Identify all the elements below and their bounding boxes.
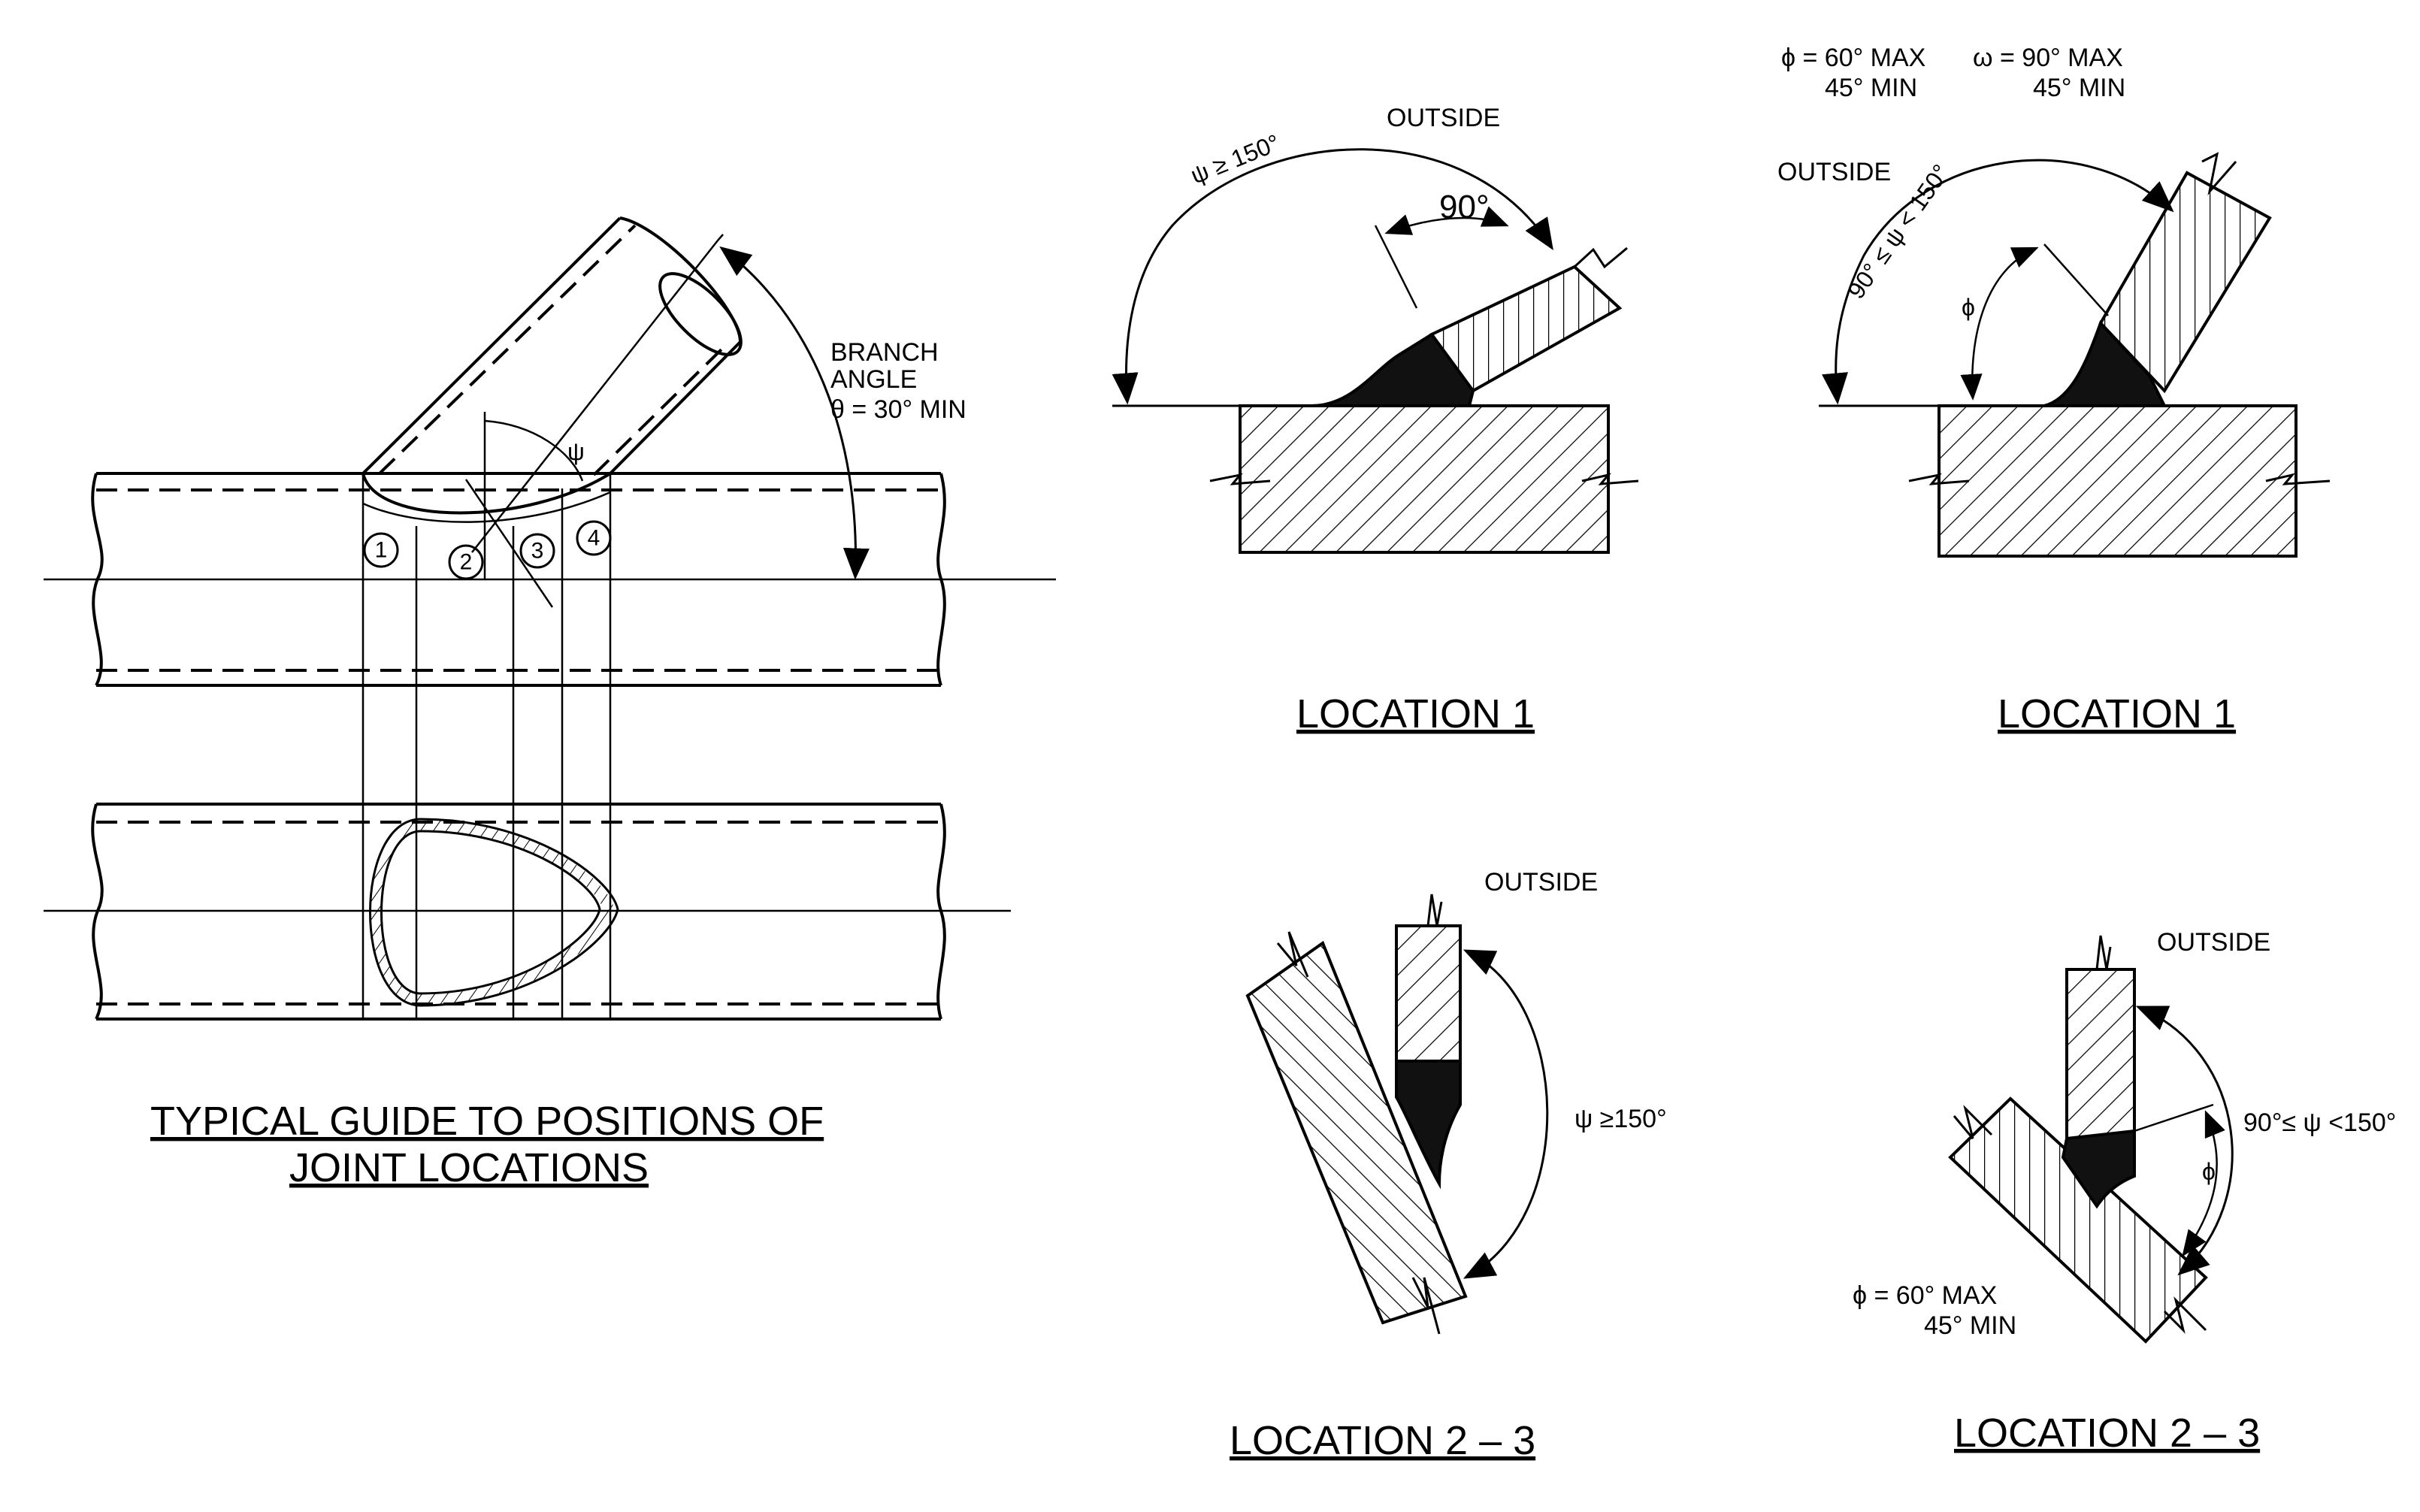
detail-d-branch bbox=[2065, 968, 2136, 1140]
detail-d-phi-symbol: ϕ bbox=[2202, 1158, 2216, 1185]
lower-pipe bbox=[44, 803, 1011, 1021]
detail-a-caption: LOCATION 1 bbox=[1296, 691, 1535, 736]
branch-label-3: θ = 30° MIN bbox=[830, 395, 966, 424]
detail-d-text: OUTSIDE 90°≤ ψ <150° ϕ ϕ = 60° MAX 45° M… bbox=[1853, 928, 2396, 1456]
detail-a-90: 90° bbox=[1439, 189, 1490, 225]
marker-2 bbox=[448, 544, 484, 580]
detail-a-psi-arc bbox=[1112, 148, 1553, 405]
detail-d-phi-2: 45° MIN bbox=[1924, 1311, 2016, 1340]
branch-label-2: ANGLE bbox=[830, 365, 917, 394]
detail-d-psi-arc bbox=[2135, 1005, 2234, 1276]
detail-b-text: ϕ = 60° MAX 45° MIN ω = 90° MAX 45° MIN … bbox=[1777, 44, 2236, 736]
detail-b-phi-2: 45° MIN bbox=[1825, 74, 1917, 102]
marker-4 bbox=[576, 520, 612, 556]
detail-c-main-member bbox=[1245, 940, 1468, 1325]
marker-3-label: 3 bbox=[531, 539, 544, 564]
detail-c-outside: OUTSIDE bbox=[1484, 868, 1598, 897]
main-caption-line2: JOINT LOCATIONS bbox=[289, 1145, 649, 1190]
main-figure-text: 1 2 3 4 ψ BRANCH ANGLE θ = 30° MIN TYPIC… bbox=[150, 338, 966, 1190]
detail-b-outside: OUTSIDE bbox=[1777, 158, 1891, 186]
detail-c-branch bbox=[1395, 924, 1462, 1063]
marker-1-label: 1 bbox=[375, 538, 388, 563]
detail-d-caption: LOCATION 2 – 3 bbox=[1954, 1411, 2260, 1456]
detail-d-main-member bbox=[1948, 1096, 2208, 1344]
detail-d-outside: OUTSIDE bbox=[2157, 928, 2270, 957]
detail-b-psi-arc bbox=[1822, 159, 2174, 405]
detail-b-caption: LOCATION 1 bbox=[1998, 691, 2236, 736]
detail-c bbox=[1245, 894, 1549, 1335]
detail-d bbox=[1948, 935, 2234, 1344]
joint-location-markers bbox=[363, 520, 612, 580]
detail-b-omega-2: 45° MIN bbox=[2033, 74, 2125, 102]
main-figure bbox=[44, 216, 1056, 1021]
projection-lines bbox=[361, 473, 612, 1019]
detail-c-psi: ψ ≥150° bbox=[1575, 1105, 1667, 1133]
detail-c-weld bbox=[1395, 1060, 1462, 1190]
upper-pipe bbox=[44, 472, 1056, 687]
detail-b bbox=[1819, 152, 2331, 558]
marker-1 bbox=[363, 532, 399, 568]
detail-c-text: OUTSIDE ψ ≥150° LOCATION 2 – 3 bbox=[1230, 868, 1667, 1463]
detail-b-phi-1: ϕ = 60° MAX bbox=[1781, 44, 1925, 72]
detail-b-omega-1: ω = 90° MAX bbox=[1973, 44, 2123, 72]
detail-b-main-member bbox=[1938, 404, 2297, 558]
detail-c-caption: LOCATION 2 – 3 bbox=[1230, 1418, 1535, 1463]
detail-b-phi-symbol: ϕ bbox=[1962, 294, 1975, 321]
detail-d-psi: 90°≤ ψ <150° bbox=[2243, 1108, 2396, 1137]
detail-c-psi-arc bbox=[1463, 949, 1549, 1279]
marker-3 bbox=[519, 533, 555, 569]
marker-2-label: 2 bbox=[460, 550, 473, 575]
detail-d-phi-1: ϕ = 60° MAX bbox=[1853, 1281, 1997, 1310]
detail-a-outside: OUTSIDE bbox=[1387, 104, 1500, 132]
branch-angle-arc bbox=[719, 246, 870, 580]
detail-d-weld bbox=[2061, 1129, 2136, 1209]
branch-label-1: BRANCH bbox=[830, 338, 939, 367]
branch-pipe bbox=[361, 216, 743, 608]
detail-a-main-member bbox=[1239, 404, 1610, 554]
psi-symbol: ψ bbox=[567, 438, 585, 465]
main-caption-line1: TYPICAL GUIDE TO POSITIONS OF bbox=[150, 1099, 824, 1144]
detail-a bbox=[1112, 148, 1639, 554]
marker-4-label: 4 bbox=[588, 526, 600, 551]
